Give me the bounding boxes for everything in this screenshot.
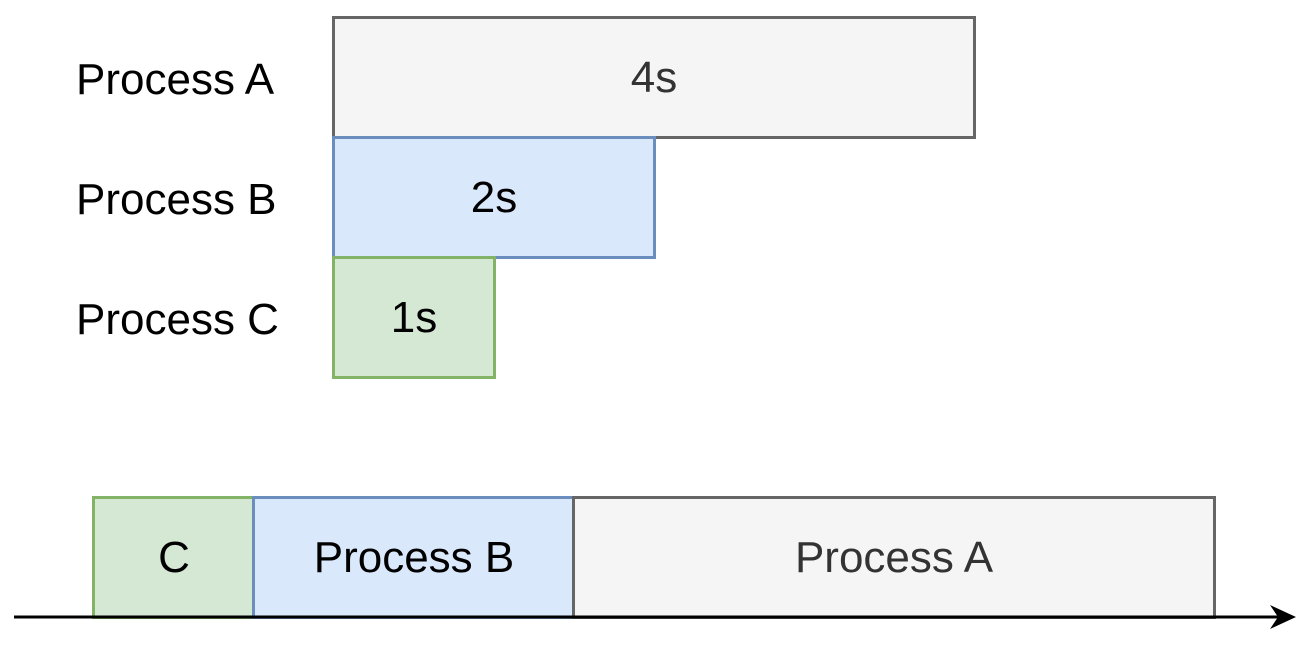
timeline-block-b: Process B [252, 496, 576, 619]
time-axis-arrowhead [1270, 605, 1296, 629]
timeline-block-c-label: C [158, 532, 190, 582]
process-c-label: Process C [76, 295, 279, 344]
process-a-label: Process A [76, 55, 275, 104]
process-c-duration: 1s [390, 292, 438, 342]
timeline-block-b-label: Process B [313, 532, 515, 582]
process-b-label: Process B [76, 175, 277, 224]
timeline-block-a-label: Process A [794, 532, 994, 582]
timeline-block-c: C [92, 496, 256, 619]
process-a-duration: 4s [630, 52, 678, 102]
process-b-duration: 2s [470, 172, 518, 222]
process-c-duration-bar: 1s [332, 256, 496, 379]
